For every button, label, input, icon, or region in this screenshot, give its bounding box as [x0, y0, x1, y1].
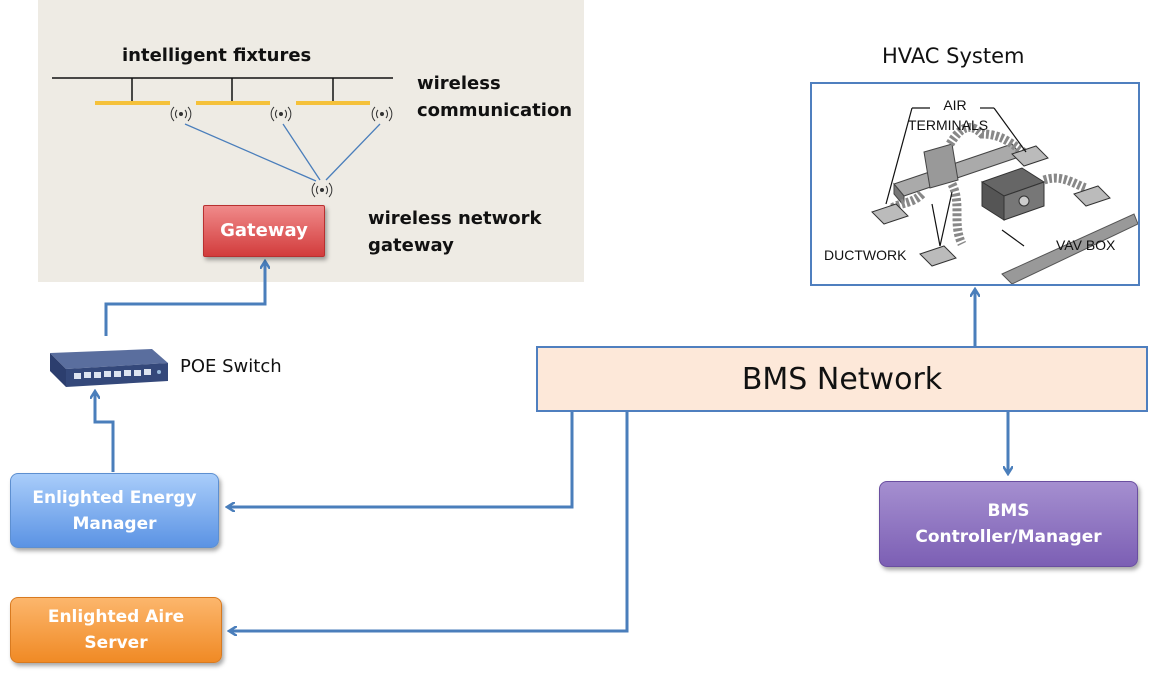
bms-to-manager-arrow	[228, 410, 574, 507]
hvac-drawing: AIR TERMINALS DUCTWORK VAV BOX	[824, 97, 1139, 285]
bms-controller-line2: Controller/Manager	[915, 527, 1102, 547]
switch-to-gateway-arrow	[104, 262, 265, 336]
energy-manager-line2: Manager	[72, 513, 157, 534]
hvac-label-air: AIR	[943, 97, 966, 113]
aire-server-line1: Enlighted Aire	[47, 607, 185, 627]
manager-to-switch-arrow	[95, 392, 115, 472]
hvac-title: HVAC System	[882, 44, 1025, 68]
fixtures-label: intelligent fixtures	[122, 45, 312, 66]
bms-network-label: BMS Network	[741, 361, 943, 397]
wireless-link	[325, 123, 381, 181]
wireless-link	[184, 123, 317, 182]
bms-network-box: BMS Network	[536, 346, 1148, 412]
hvac-label-vav: VAV BOX	[1056, 237, 1116, 253]
poe-switch-label: POE Switch	[180, 356, 282, 377]
aire-server-line2: Server	[84, 633, 148, 653]
bms-to-aire-arrow	[230, 410, 629, 631]
aire-server-box: Enlighted Aire Server	[10, 597, 222, 663]
hvac-illustration: AIR TERMINALS DUCTWORK VAV BOX	[810, 82, 1140, 286]
wireless-icon	[311, 182, 333, 198]
poe-switch-icon	[50, 349, 168, 387]
hvac-label-ductwork: DUCTWORK	[824, 247, 907, 263]
energy-manager-box: Enlighted Energy Manager	[10, 473, 219, 548]
gateway-box: Gateway	[203, 205, 325, 257]
bms-controller-box: BMS Controller/Manager	[879, 481, 1138, 567]
wireless-icon	[371, 106, 393, 122]
wireless-icon	[270, 106, 292, 122]
hvac-label-terminals: TERMINALS	[908, 117, 988, 133]
wireless-link	[282, 123, 321, 181]
gateway-caption-2: gateway	[368, 235, 454, 256]
wireless-icon	[170, 106, 192, 122]
communication-label: communication	[417, 100, 573, 121]
gateway-label: Gateway	[220, 220, 308, 241]
wireless-label: wireless	[417, 73, 501, 94]
gateway-caption: wireless network	[368, 208, 542, 229]
bms-controller-line1: BMS	[987, 501, 1030, 521]
energy-manager-line1: Enlighted Energy	[32, 487, 197, 508]
